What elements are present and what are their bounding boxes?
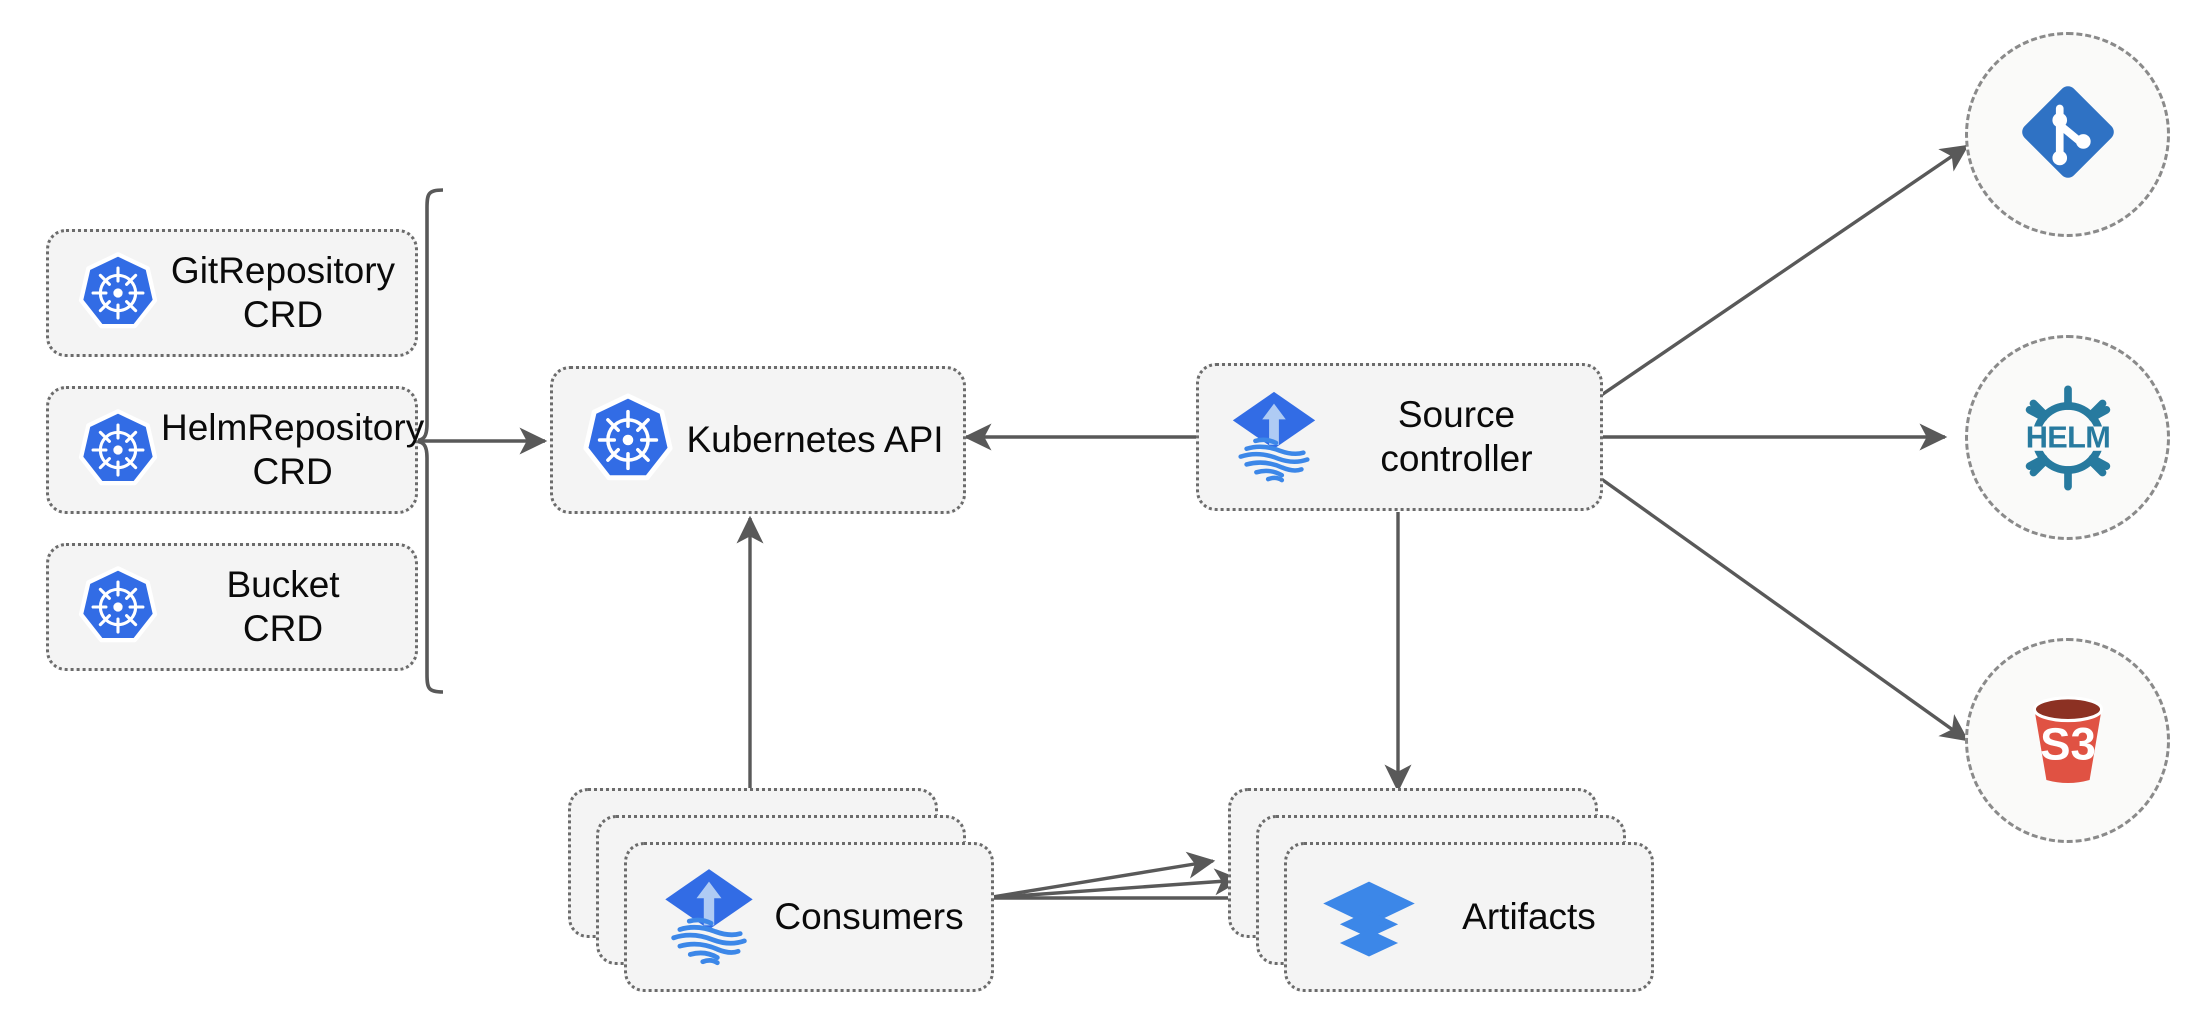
flux-icon xyxy=(1225,388,1323,486)
git-icon xyxy=(2009,73,2127,196)
artifacts-card-front[interactable]: Artifacts xyxy=(1284,842,1654,992)
source-circle-helm[interactable]: HELM xyxy=(1965,335,2170,540)
source-circle-git[interactable] xyxy=(1965,32,2170,237)
node-consumers-group[interactable]: Consumers xyxy=(568,788,994,994)
node-label: Consumers xyxy=(774,896,964,937)
consumers-card-front[interactable]: Consumers xyxy=(624,842,994,992)
node-label: Kubernetes API xyxy=(686,419,944,461)
kubernetes-icon xyxy=(75,407,161,493)
svg-text:HELM: HELM xyxy=(2025,419,2109,454)
kubernetes-icon xyxy=(579,391,677,489)
layers-icon xyxy=(1317,865,1421,969)
kubernetes-icon xyxy=(75,564,161,650)
kubernetes-icon xyxy=(75,250,161,336)
edge-source-to-git xyxy=(1599,144,1969,398)
edge-source-to-s3 xyxy=(1599,476,1969,742)
edge-consumers-to-artifacts-2 xyxy=(985,868,1243,900)
node-label: Artifacts xyxy=(1462,896,1596,937)
flux-icon xyxy=(657,865,761,969)
s3-bucket-icon: S3 xyxy=(2008,678,2128,803)
node-artifacts-group[interactable]: Artifacts xyxy=(1228,788,1654,994)
edge-consumers-to-artifacts-1 xyxy=(985,851,1216,900)
svg-text:S3: S3 xyxy=(2040,719,2096,770)
helm-icon: HELM xyxy=(2004,374,2132,502)
source-circle-s3[interactable]: S3 xyxy=(1965,638,2170,843)
node-kubernetes-api[interactable]: Kubernetes API xyxy=(550,366,966,514)
